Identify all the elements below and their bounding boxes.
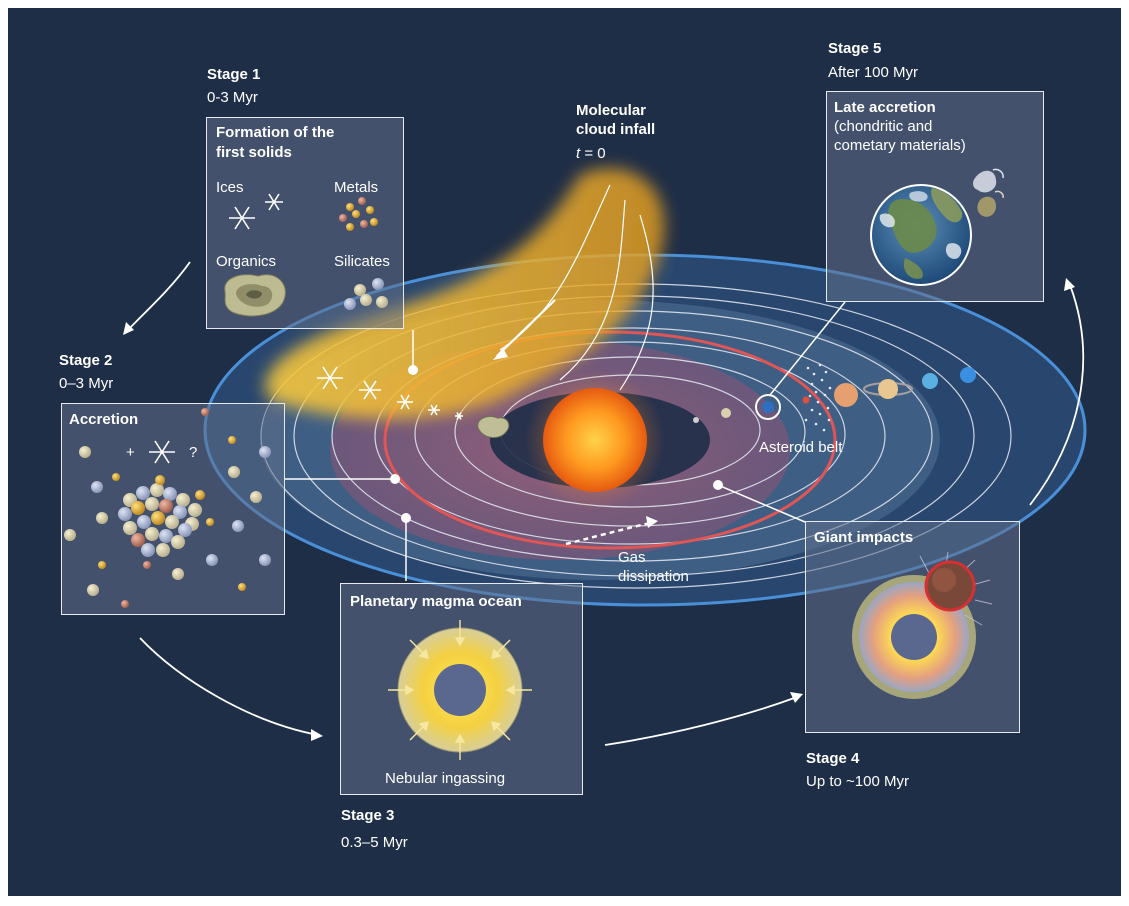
infall-arrow: [496, 299, 556, 357]
asteroid-belt-label: Asteroid belt: [759, 439, 843, 456]
asteroid-belt-dots: [804, 363, 832, 432]
giant-impacts-title: Giant impacts: [814, 529, 914, 546]
earth: [762, 401, 774, 413]
stage4-title: Stage 4: [806, 750, 860, 767]
late-accretion-title: Late accretion: [834, 99, 936, 116]
neptune: [960, 367, 976, 383]
late-accretion-panel: Late accretion (chondritic and cometary …: [826, 91, 1044, 302]
magma-ocean-title: Planetary magma ocean: [350, 593, 522, 610]
saturn: [878, 379, 898, 399]
time-zero-label: t = 0: [576, 144, 606, 163]
snowflake-icon: [317, 366, 343, 390]
time-variable: t: [576, 145, 581, 162]
nebular-ingassing-label: Nebular ingassing: [385, 770, 506, 787]
late-accretion-line3: cometary materials): [834, 137, 966, 154]
snowflake-icon: [455, 412, 463, 420]
giant-impacts-panel: Giant impacts: [805, 521, 1020, 733]
stage-cycle-arrows: [127, 261, 1085, 746]
arrow-stage2-to-3: [139, 637, 319, 736]
mars: [802, 396, 810, 404]
late-accretion-line2: (chondritic and: [834, 118, 933, 135]
mercury: [693, 417, 699, 423]
first-solids-title-line1: Formation of the: [216, 124, 335, 141]
arrow-stage3-to-4: [604, 696, 798, 746]
stage4-time: Up to ~100 Myr: [806, 773, 909, 790]
sun: [543, 388, 647, 492]
stage3-time: 0.3–5 Myr: [341, 834, 408, 851]
stage3-title: Stage 3: [341, 807, 395, 824]
infall-arrowhead: [493, 348, 508, 360]
stage2-time: 0–3 Myr: [59, 375, 114, 392]
first-solids-title-line2: first solids: [216, 144, 292, 161]
snowflake-icon: [397, 394, 413, 410]
connector-dots: [390, 365, 723, 523]
molecular-cloud-label-line1: Molecular: [576, 102, 647, 119]
time-equals-zero: = 0: [580, 145, 606, 162]
cycle-arrowheads: [123, 278, 1075, 741]
molecular-cloud-infall: [265, 168, 665, 419]
arrow-stage1-to-2: [127, 261, 191, 331]
snowflake-icon: [359, 380, 381, 400]
accretion-plus: +: [126, 444, 135, 461]
stage2-title: Stage 2: [59, 352, 113, 369]
organics-label: Organics: [216, 253, 277, 270]
jupiter: [834, 383, 858, 407]
metals-label: Metals: [334, 179, 379, 196]
organics-blob-icon: [477, 415, 510, 438]
gas-dissipation-arrowhead: [646, 516, 658, 528]
gas-dissipation-label-line1: Gas: [618, 549, 646, 566]
snowflake-icon: [428, 404, 440, 416]
accretion-panel: Accretion + ?: [61, 403, 285, 615]
silicates-label: Silicates: [334, 253, 390, 270]
planets: [693, 367, 976, 423]
accretion-question: ?: [189, 444, 198, 461]
venus: [721, 408, 731, 418]
gas-dissipation-label-line2: dissipation: [618, 568, 689, 585]
stage5-title: Stage 5: [828, 40, 882, 57]
ices-label: Ices: [216, 179, 244, 196]
stage1-title: Stage 1: [207, 66, 261, 83]
disk-ice-crystals: [317, 366, 463, 420]
arrow-stage4-to-5: [1029, 284, 1085, 506]
uranus: [922, 373, 938, 389]
earth-highlight-ring: [755, 394, 781, 420]
magma-ocean-panel: Planetary magma ocean Nebular ingassing: [340, 583, 583, 795]
accretion-title: Accretion: [69, 411, 139, 428]
stage1-time: 0-3 Myr: [207, 89, 258, 106]
molecular-cloud-label-line2: cloud infall: [576, 121, 656, 138]
stage5-time: After 100 Myr: [828, 64, 919, 81]
connector-lines: [285, 301, 846, 581]
first-solids-panel: Formation of the first solids Ices Metal…: [206, 117, 404, 329]
